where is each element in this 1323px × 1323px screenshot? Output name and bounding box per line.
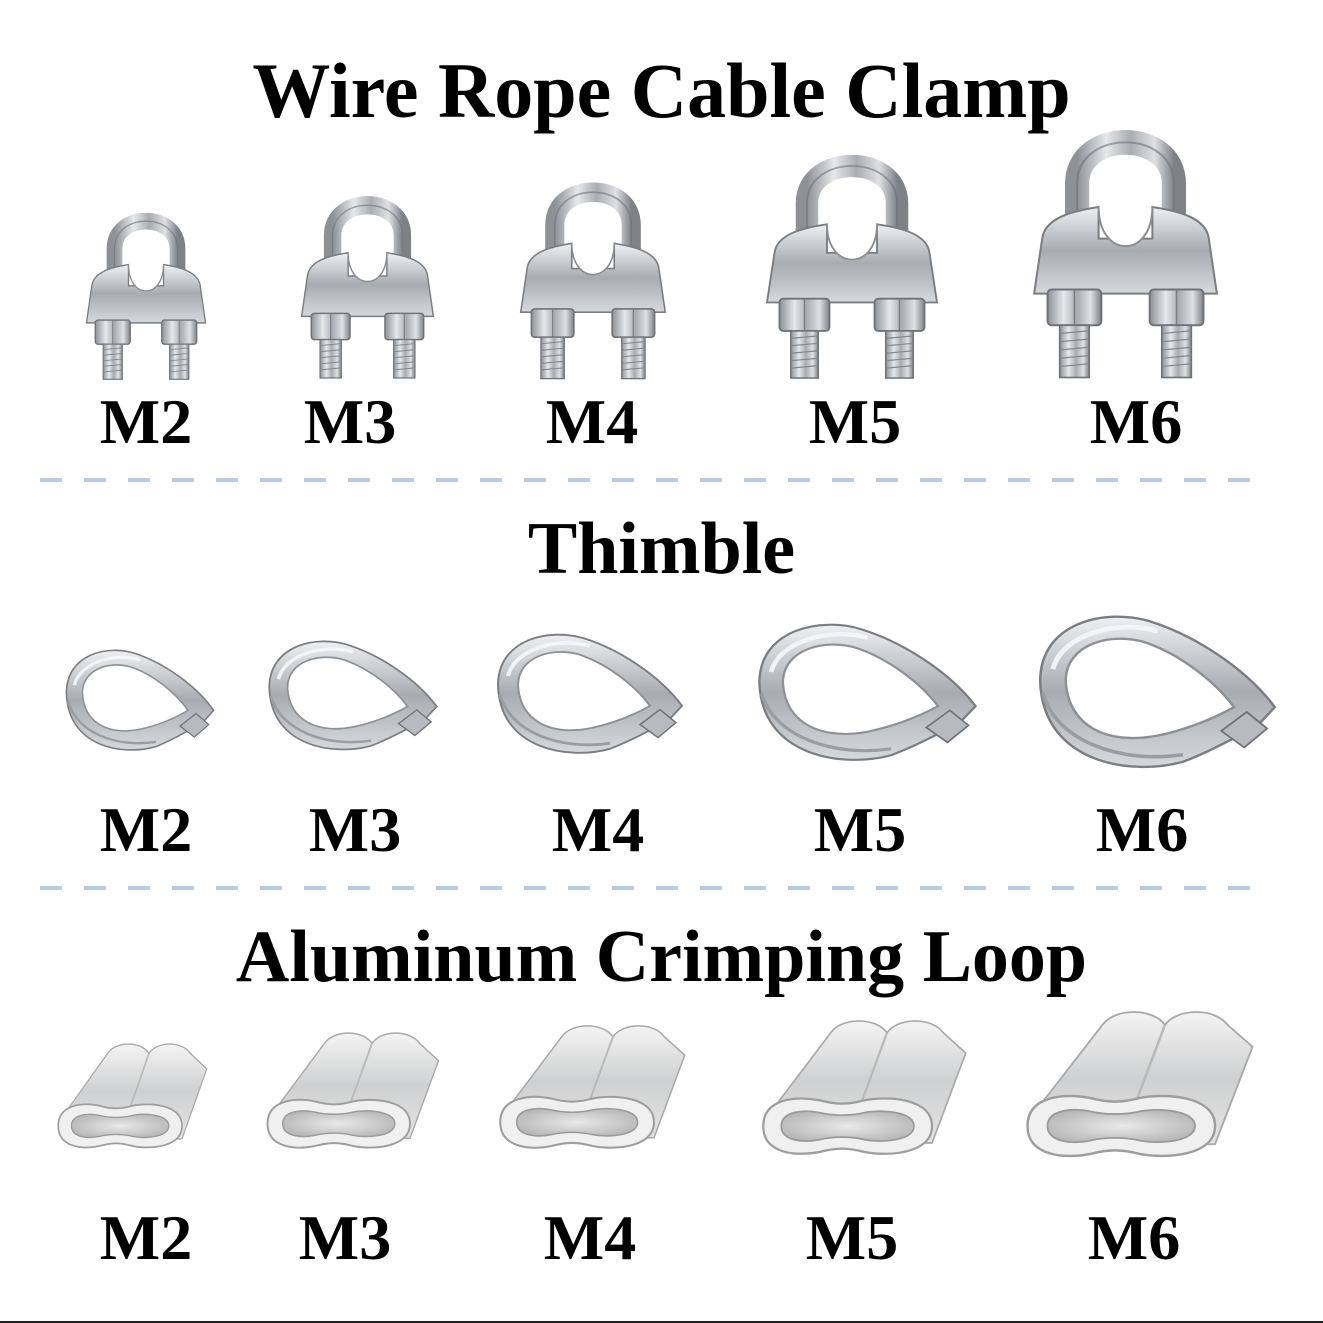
- clamp-label-m3: M3: [303, 386, 397, 457]
- clamp-section-title: Wire Rope Cable Clamp: [252, 47, 1071, 134]
- crimp-m5-image: [752, 1008, 977, 1188]
- clamp-label-m6: M6: [1089, 386, 1183, 457]
- section-divider-2: [40, 886, 1260, 890]
- crimp-m2-image: [50, 1034, 215, 1174]
- thimble-label-m5: M5: [813, 794, 907, 865]
- crimp-label-m5: M5: [805, 1202, 899, 1273]
- clamp-m2-image: [76, 198, 216, 383]
- clamp-m4-image: [508, 165, 678, 383]
- crimp-m4-image: [490, 1014, 695, 1179]
- thimble-label-m2: M2: [99, 794, 193, 865]
- clamp-m3-image: [290, 180, 445, 382]
- crimp-label-m3: M3: [298, 1202, 392, 1273]
- thimble-label-m6: M6: [1095, 794, 1189, 865]
- thimble-label-m3: M3: [308, 794, 402, 865]
- clamp-label-m4: M4: [545, 386, 639, 457]
- crimp-label-m2: M2: [99, 1202, 193, 1273]
- section-divider-1: [40, 478, 1260, 482]
- bottom-border: [0, 1321, 1323, 1323]
- thimble-m6-image: [1030, 598, 1285, 776]
- thimble-m4-image: [490, 620, 690, 760]
- thimble-section-title: Thimble: [527, 508, 796, 590]
- thimble-m2-image: [60, 638, 220, 756]
- crimp-label-m6: M6: [1087, 1202, 1181, 1273]
- thimble-label-m4: M4: [551, 794, 645, 865]
- clamp-m5-image: [752, 135, 952, 383]
- crimp-label-m4: M4: [543, 1202, 637, 1273]
- crimp-m6-image: [1015, 998, 1265, 1193]
- clamp-label-m5: M5: [808, 386, 902, 457]
- crimping-section-title: Aluminum Crimping Loop: [235, 916, 1088, 998]
- thimble-m5-image: [750, 608, 985, 768]
- crimp-m3-image: [258, 1022, 448, 1177]
- thimble-m3-image: [262, 628, 444, 756]
- clamp-m6-image: [1018, 108, 1233, 383]
- clamp-label-m2: M2: [99, 386, 193, 457]
